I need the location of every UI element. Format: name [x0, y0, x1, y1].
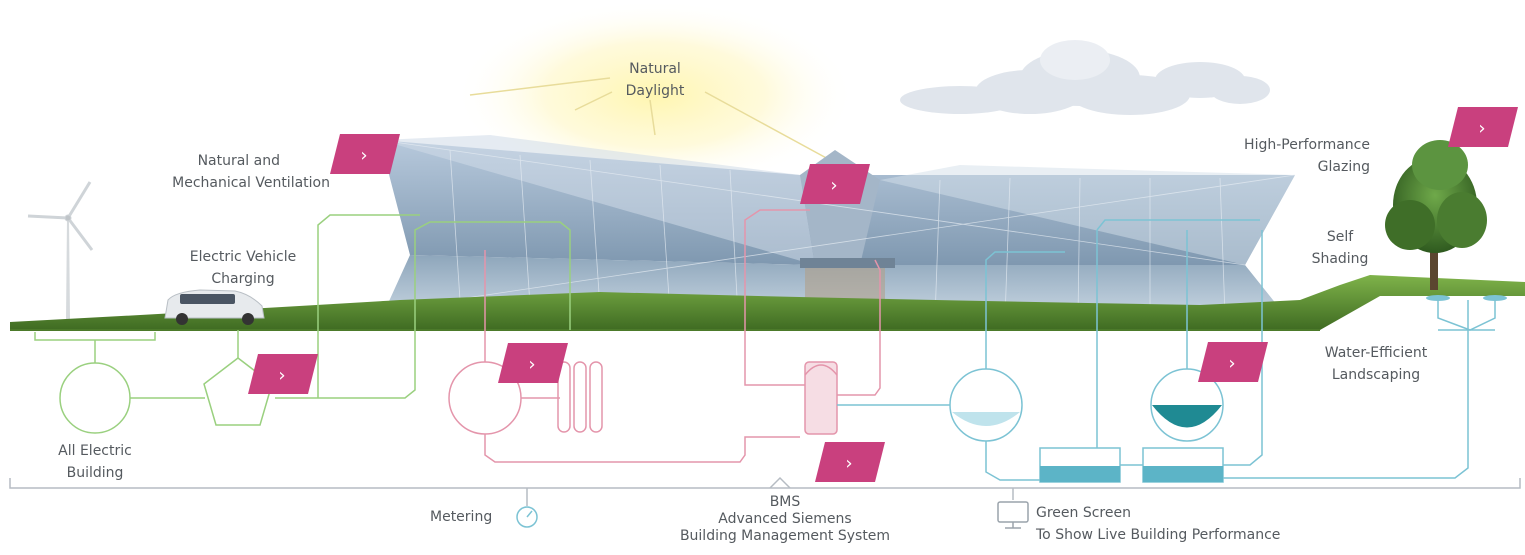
blue-water-system — [837, 219, 1496, 483]
green-screen-label: Green Screen To Show Live Building Perfo… — [1036, 505, 1281, 543]
sun-glow — [455, 0, 855, 190]
bms-hotspot-button[interactable]: › — [815, 442, 885, 488]
electric-car-icon — [164, 289, 265, 325]
svg-text:›: › — [830, 175, 837, 196]
hotspot-chevron: › — [360, 145, 367, 166]
water-efficient-landscaping-label: Water-Efficient Landscaping — [1324, 345, 1428, 383]
grass-ground — [10, 275, 1525, 331]
ev-charging-label: Electric Vehicle Charging — [189, 249, 297, 287]
all-electric-building-label: All Electric Building — [58, 443, 132, 481]
glazing-label: High-Performance Glazing — [1244, 137, 1370, 175]
ventilation-label: Natural and Mechanical Ventilation — [172, 153, 330, 191]
tree-icon — [1385, 140, 1487, 290]
svg-text:›: › — [1228, 353, 1235, 374]
bms-label: BMS Advanced Siemens Building Management… — [679, 494, 891, 544]
ventilation-hotspot-button[interactable]: › — [330, 134, 400, 180]
ev-charging-hotspot-button[interactable]: › — [248, 354, 318, 400]
wind-turbine-icon — [27, 181, 94, 320]
water-inlet-icon — [1483, 295, 1507, 301]
water-inlet-icon — [1426, 295, 1450, 301]
green-electric-system — [34, 214, 571, 434]
metering-label: Metering — [430, 509, 493, 525]
natural-daylight-label: Natural Daylight — [625, 61, 685, 99]
svg-text:›: › — [528, 354, 535, 375]
svg-text:›: › — [278, 365, 285, 386]
sun-rays — [469, 77, 831, 161]
control-bracket — [9, 476, 1521, 506]
daylight-hotspot-button[interactable]: › — [800, 164, 870, 210]
heating-hotspot-button[interactable]: › — [498, 343, 568, 389]
glazing-hotspot-button[interactable]: › — [1448, 107, 1518, 153]
building-glass — [379, 135, 1296, 320]
monitor-icon — [997, 501, 1029, 529]
svg-text:›: › — [845, 453, 852, 474]
self-shading-label: Self Shading — [1311, 229, 1369, 267]
meter-icon — [516, 506, 538, 528]
cloud-icon — [900, 40, 1270, 115]
pink-water-heating-system — [448, 209, 881, 463]
water-hotspot-button[interactable]: › — [1198, 342, 1268, 388]
svg-text:›: › — [1478, 118, 1485, 139]
